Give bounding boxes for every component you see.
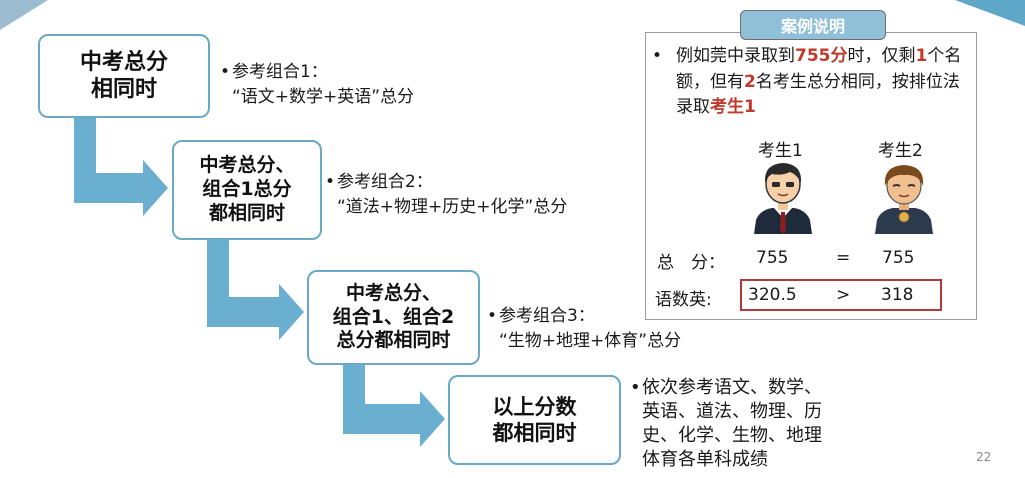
case-score-highlight: 755分 <box>795 46 848 66</box>
step-1-line-2: 相同时 <box>90 77 157 102</box>
candidate-1-label: 考生1 <box>758 141 803 161</box>
note-4-text-2: 英语、道法、物理、历 <box>642 400 822 422</box>
bullet-icon: • <box>652 46 663 66</box>
note-4-line-3: 史、化学、生物、地理 <box>630 424 822 448</box>
student-avatar-icon <box>875 165 933 234</box>
step-3-line-2: 组合1、组合2 <box>332 305 455 328</box>
note-1-line-1: •参考组合1： <box>220 60 414 85</box>
candidate-2-label: 考生2 <box>878 141 923 161</box>
case-text-part-3: 个名额，但有 <box>676 46 962 92</box>
candidate-2-subscore: 318 <box>881 285 914 305</box>
note-2-line-2: “道法+物理+历史+化学”总分 <box>325 195 567 220</box>
step-1-line-1: 中考总分 <box>79 49 168 75</box>
candidate-1-subscore: 320.5 <box>748 285 797 305</box>
note-1-line-2: “语文+数学+英语”总分 <box>220 85 414 110</box>
case-text-part-4: 名考生总分相同，按排位法录取 <box>676 71 960 118</box>
step-3-line-1: 中考总分、 <box>345 281 441 304</box>
subscore-label: 语数英: <box>655 290 712 310</box>
case-winner-highlight: 考生1 <box>710 97 756 117</box>
flow-arrow-1 <box>74 118 168 216</box>
total-score-label: 总 分： <box>657 253 725 273</box>
note-4-line-2: 英语、道法、物理、历 <box>630 400 822 424</box>
step-2-line-3: 都相同时 <box>208 201 285 224</box>
corner-decoration-left <box>0 0 48 30</box>
student-avatar-icon <box>754 163 812 234</box>
note-1-text-2: “语文+数学+英语”总分 <box>232 86 415 107</box>
note-group-2: •参考组合2： “道法+物理+历史+化学”总分 <box>325 170 567 219</box>
note-group-1: •参考组合1： “语文+数学+英语”总分 <box>220 60 414 109</box>
note-4-text-1: 依次参考语文、数学、 <box>642 377 822 398</box>
note-4-line-1: •依次参考语文、数学、 <box>630 376 822 400</box>
total-compare-operator: = <box>836 248 851 268</box>
step-4-line-2: 都相同时 <box>492 421 577 445</box>
note-group-4: •依次参考语文、数学、 英语、道法、物理、历 史、化学、生物、地理 体育各单科成… <box>630 376 822 472</box>
case-text-part-1: 例如莞中录取到 <box>676 46 795 66</box>
note-2-text-1: 参考组合2： <box>337 172 433 192</box>
candidate-2-total: 755 <box>882 248 915 268</box>
step-4-line-1: 以上分数 <box>492 394 577 419</box>
flow-arrow-3 <box>343 365 445 447</box>
subscore-compare-operator: > <box>836 285 851 305</box>
note-2-text-2: “道法+物理+历史+化学”总分 <box>337 196 568 217</box>
case-count-highlight: 1 <box>915 46 928 66</box>
subscore-compare-box <box>740 279 942 311</box>
note-3-text-2: “生物+地理+体育”总分 <box>499 330 682 351</box>
note-group-3: •参考组合3： “生物+地理+体育”总分 <box>487 304 681 353</box>
step-box-3: 中考总分、 组合1、组合2 总分都相同时 <box>307 270 480 365</box>
step-2-line-1: 中考总分、 <box>199 154 295 177</box>
flow-arrow-2 <box>207 240 304 340</box>
note-3-line-1: •参考组合3： <box>487 304 681 329</box>
step-box-1: 中考总分 相同时 <box>38 34 210 118</box>
case-text-part-2: 时，仅剩 <box>847 46 916 66</box>
note-1-text-1: 参考组合1： <box>232 62 328 82</box>
bullet-icon: • <box>325 172 336 192</box>
case-title: 案例说明 <box>740 10 886 40</box>
step-box-2: 中考总分、 组合1总分 都相同时 <box>172 140 322 240</box>
step-box-4: 以上分数 都相同时 <box>448 375 621 465</box>
step-2-line-2: 组合1总分 <box>202 178 292 201</box>
note-4-text-3: 史、化学、生物、地理 <box>642 424 822 446</box>
step-3-line-3: 总分都相同时 <box>336 329 451 352</box>
case-tie-highlight: 2 <box>744 71 756 92</box>
bullet-icon: • <box>630 377 641 398</box>
note-4-text-4: 体育各单科成绩 <box>642 448 768 470</box>
corner-decoration-right <box>955 0 1025 26</box>
note-2-line-1: •参考组合2： <box>325 170 567 195</box>
bullet-icon: • <box>220 62 231 82</box>
bullet-icon: • <box>487 306 498 326</box>
note-4-line-4: 体育各单科成绩 <box>630 448 822 472</box>
candidate-1-total: 755 <box>756 248 789 268</box>
note-3-text-1: 参考组合3： <box>499 306 595 326</box>
page-number: 22 <box>976 450 992 464</box>
note-3-line-2: “生物+地理+体育”总分 <box>487 329 681 354</box>
case-description-body: 例如莞中录取到755分时，仅剩1个名额，但有2名考生总分相同，按排位法录取考生1 <box>676 44 976 121</box>
